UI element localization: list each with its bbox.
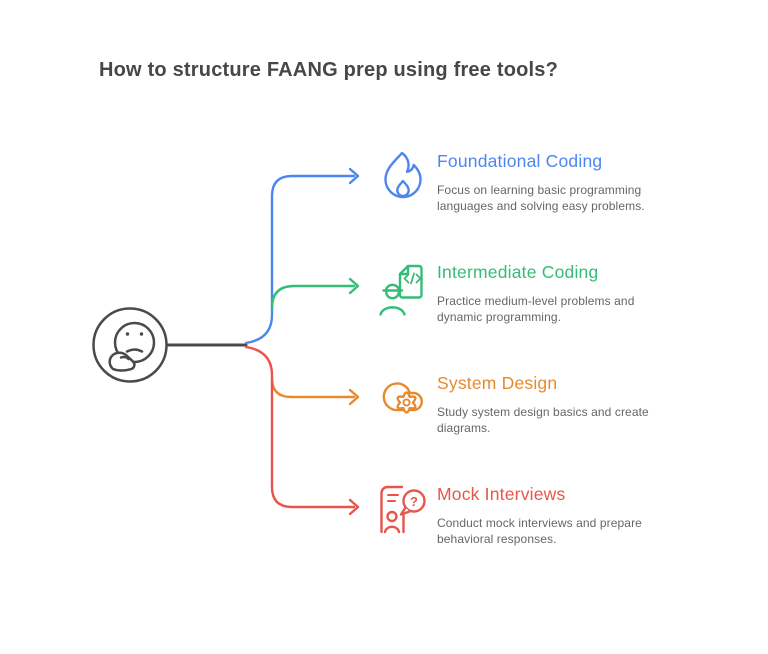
- branch-description: Study system design basics and create di…: [437, 405, 649, 435]
- arrowhead-icon: [348, 388, 360, 406]
- bubble-tail: [399, 506, 411, 516]
- branch-intermediate-coding: [270, 264, 423, 316]
- page-title: How to structure FAANG prep using free t…: [99, 59, 559, 81]
- cloud-gear-icon: [382, 382, 423, 414]
- arrowhead-icon: [348, 167, 360, 185]
- flame-icon: [384, 151, 422, 199]
- question-bubble: [402, 489, 426, 513]
- branch-text-foundational-coding: Foundational Coding Focus on learning ba…: [437, 150, 653, 214]
- engineer-code-document-icon: [379, 264, 423, 316]
- branch-description: Focus on learning basic programming lang…: [437, 183, 645, 213]
- branch-title: Foundational Coding: [437, 151, 603, 171]
- arrowhead-icon: [348, 498, 360, 516]
- branch-description: Conduct mock interviews and prepare beha…: [437, 516, 642, 546]
- face-fist: [108, 351, 136, 372]
- branch-description: Practice medium-level problems and dynam…: [437, 294, 635, 324]
- branch-system-design: [270, 376, 423, 414]
- branch-title: System Design: [437, 373, 558, 393]
- thinking-face-icon: [108, 321, 156, 372]
- hard-hat: [384, 283, 401, 292]
- connector-mock-interviews: [244, 345, 356, 509]
- cloud: [382, 382, 423, 412]
- center-node: [92, 307, 248, 383]
- code-document: [398, 264, 423, 299]
- person-shoulders: [383, 525, 401, 534]
- branch-text-mock-interviews: Mock Interviews Conduct mock interviews …: [437, 483, 653, 547]
- face-mouth: [125, 348, 144, 353]
- connector-intermediate-coding: [270, 284, 356, 310]
- arrowhead-icon: [348, 277, 360, 295]
- engineer-shoulders: [379, 306, 406, 316]
- gear-center: [402, 398, 411, 407]
- face-thumb-line: [119, 355, 130, 361]
- branch-mock-interviews: ?: [244, 345, 426, 534]
- question-mark: ?: [410, 494, 418, 509]
- branch-text-system-design: System Design Study system design basics…: [437, 372, 653, 436]
- sheet-lines: [387, 494, 399, 502]
- code-chevrons: [403, 272, 422, 285]
- branch-title: Intermediate Coding: [437, 262, 599, 282]
- interview-sheet: [380, 485, 404, 534]
- face-eye-left: [125, 332, 130, 336]
- branch-foundational-coding: [244, 151, 422, 345]
- branch-title: Mock Interviews: [437, 484, 566, 504]
- person-question-bubble-icon: ?: [380, 485, 426, 534]
- connector-system-design: [270, 376, 356, 399]
- connector-foundational-coding: [244, 174, 356, 345]
- person-head: [386, 510, 398, 523]
- branch-text-intermediate-coding: Intermediate Coding Practice medium-leve…: [437, 261, 653, 325]
- face-eye-right: [139, 332, 144, 336]
